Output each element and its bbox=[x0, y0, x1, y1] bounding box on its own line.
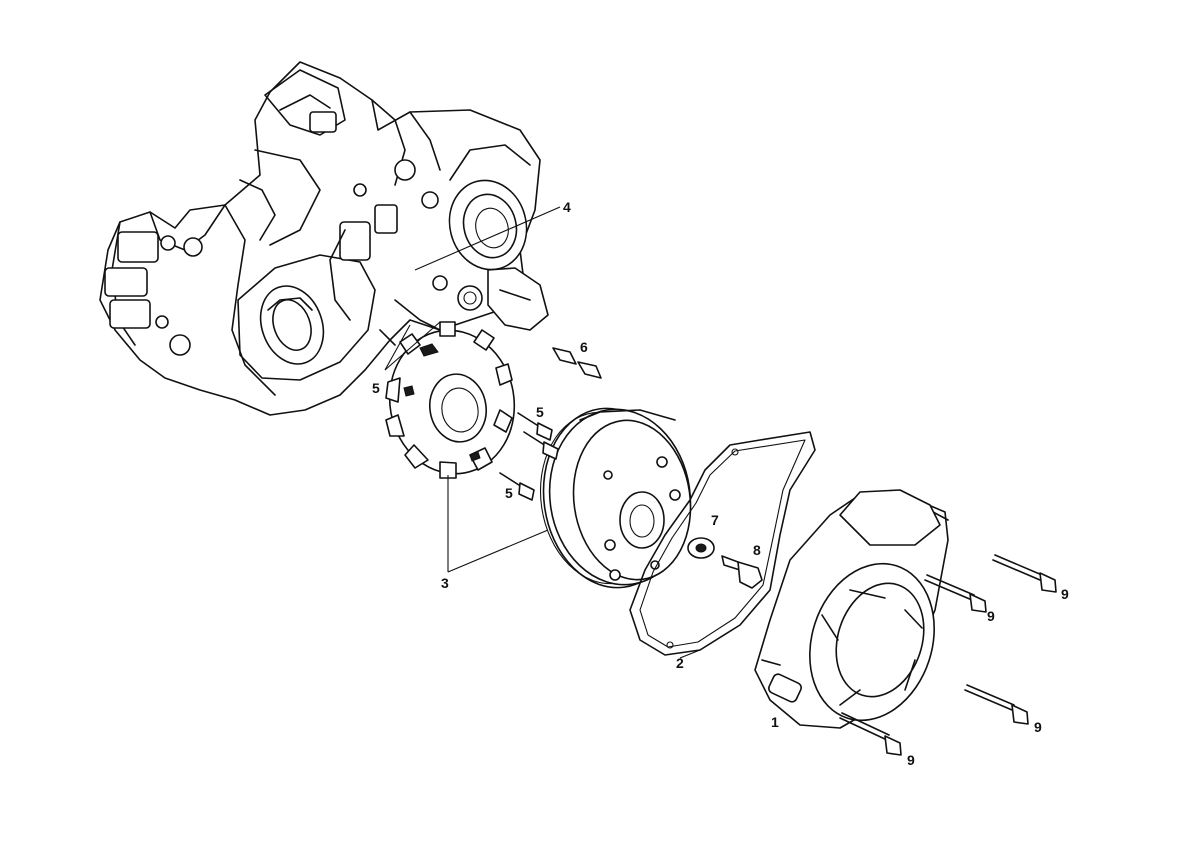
callout-2: 2 bbox=[676, 655, 684, 671]
cover-bolt-d bbox=[839, 712, 902, 756]
flywheel-bolt bbox=[721, 555, 763, 589]
stator-coil bbox=[385, 321, 516, 479]
cover-bolt-b bbox=[924, 574, 987, 613]
cover-bolt-c bbox=[964, 684, 1029, 725]
stator-bolt-a bbox=[517, 412, 553, 441]
callout-3: 3 bbox=[441, 575, 449, 591]
callout-8: 8 bbox=[753, 542, 761, 558]
pickup-bolt-b bbox=[577, 361, 602, 379]
callout-5-crankcase: 5 bbox=[372, 380, 380, 396]
callout-6: 6 bbox=[580, 339, 588, 355]
callout-7: 7 bbox=[711, 512, 719, 528]
callout-9-right: 9 bbox=[1034, 719, 1042, 735]
leader-lines bbox=[384, 206, 701, 659]
callout-1: 1 bbox=[771, 714, 779, 730]
callout-9-bottom: 9 bbox=[907, 752, 915, 768]
generator-side-cover bbox=[754, 489, 949, 729]
callout-9-middle: 9 bbox=[987, 608, 995, 624]
stator-bolt-b bbox=[523, 431, 559, 460]
callout-9-top: 9 bbox=[1061, 586, 1069, 602]
washer bbox=[687, 537, 715, 559]
callout-5-lower: 5 bbox=[505, 485, 513, 501]
pickup-bolt-a bbox=[552, 347, 577, 365]
cover-bolt-a bbox=[992, 554, 1057, 593]
stator-bolt-c bbox=[499, 472, 535, 501]
callout-5-upper: 5 bbox=[536, 404, 544, 420]
crankcase-housing bbox=[99, 61, 549, 416]
callout-4: 4 bbox=[563, 199, 571, 215]
flywheel-rotor bbox=[539, 407, 692, 589]
